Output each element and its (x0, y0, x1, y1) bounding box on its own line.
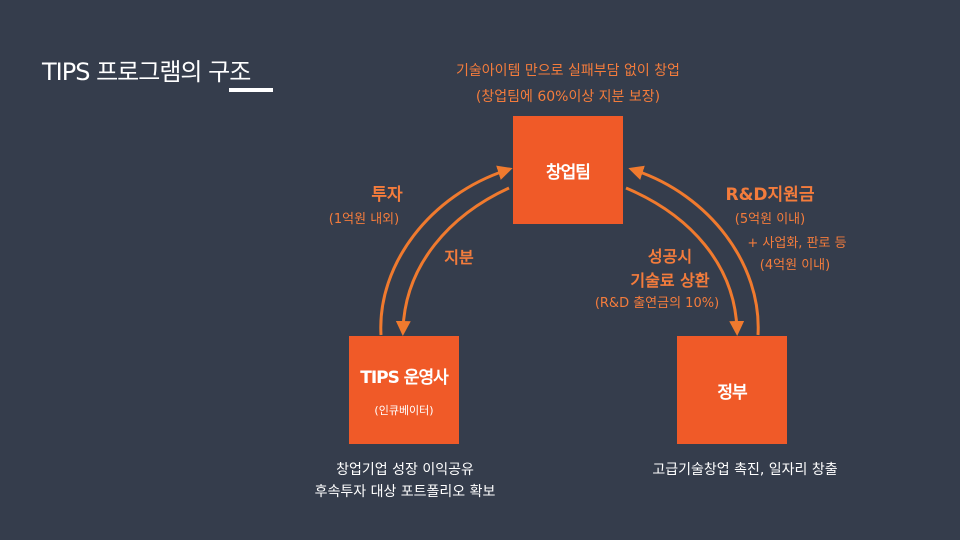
slide-title-prefix: TIPS 프로그램의 (42, 58, 209, 86)
government-note-line1: 고급기술창업 촉진, 일자리 창출 (652, 462, 838, 478)
top-note-line2: (창업팀에 60%이상 지분 보장) (475, 89, 661, 105)
edge-rnd-label: R&D지원금 (725, 185, 815, 205)
arrow-repay (625, 186, 745, 336)
top-note-line1: 기술아이템 만으로 실패부담 없이 창업 (456, 63, 680, 79)
edge-equity-label: 지분 (444, 248, 474, 267)
operator-note-line2: 후속투자 대상 포트폴리오 확보 (314, 484, 496, 500)
edge-rnd-extra1: + 사업화, 판로 등 (747, 236, 847, 251)
edge-repay-line1: 성공시 (647, 247, 693, 266)
node-tips-operator-label: TIPS 운영사 (360, 367, 448, 388)
node-government: 정부 (677, 336, 787, 444)
operator-note-line1: 창업기업 성장 이익공유 (336, 462, 474, 478)
slide-title-emphasis: 구조 (208, 58, 251, 86)
node-tips-operator: TIPS 운영사 (인큐베이터) (349, 336, 459, 444)
node-startup-team: 창업팀 (513, 116, 623, 224)
edge-repay-line2: 기술료 상환 (630, 271, 710, 290)
node-tips-operator-sub: (인큐베이터) (374, 403, 434, 417)
edge-investment-detail: (1억원 내외) (328, 212, 400, 227)
edge-rnd-extra2: (4억원 이내) (759, 258, 831, 273)
title-underline (229, 88, 273, 92)
node-government-label: 정부 (717, 382, 747, 403)
edge-rnd-detail: (5억원 이내) (734, 212, 806, 227)
edge-repay-detail: (R&D 출연금의 10%) (594, 296, 720, 311)
slide-title: TIPS 프로그램의 구조 (42, 52, 251, 87)
arrow-rnd (628, 165, 760, 336)
edge-investment-label: 투자 (371, 185, 403, 205)
arrow-investment (379, 165, 513, 336)
arrow-equity (395, 186, 510, 336)
node-startup-team-label: 창업팀 (546, 162, 591, 183)
